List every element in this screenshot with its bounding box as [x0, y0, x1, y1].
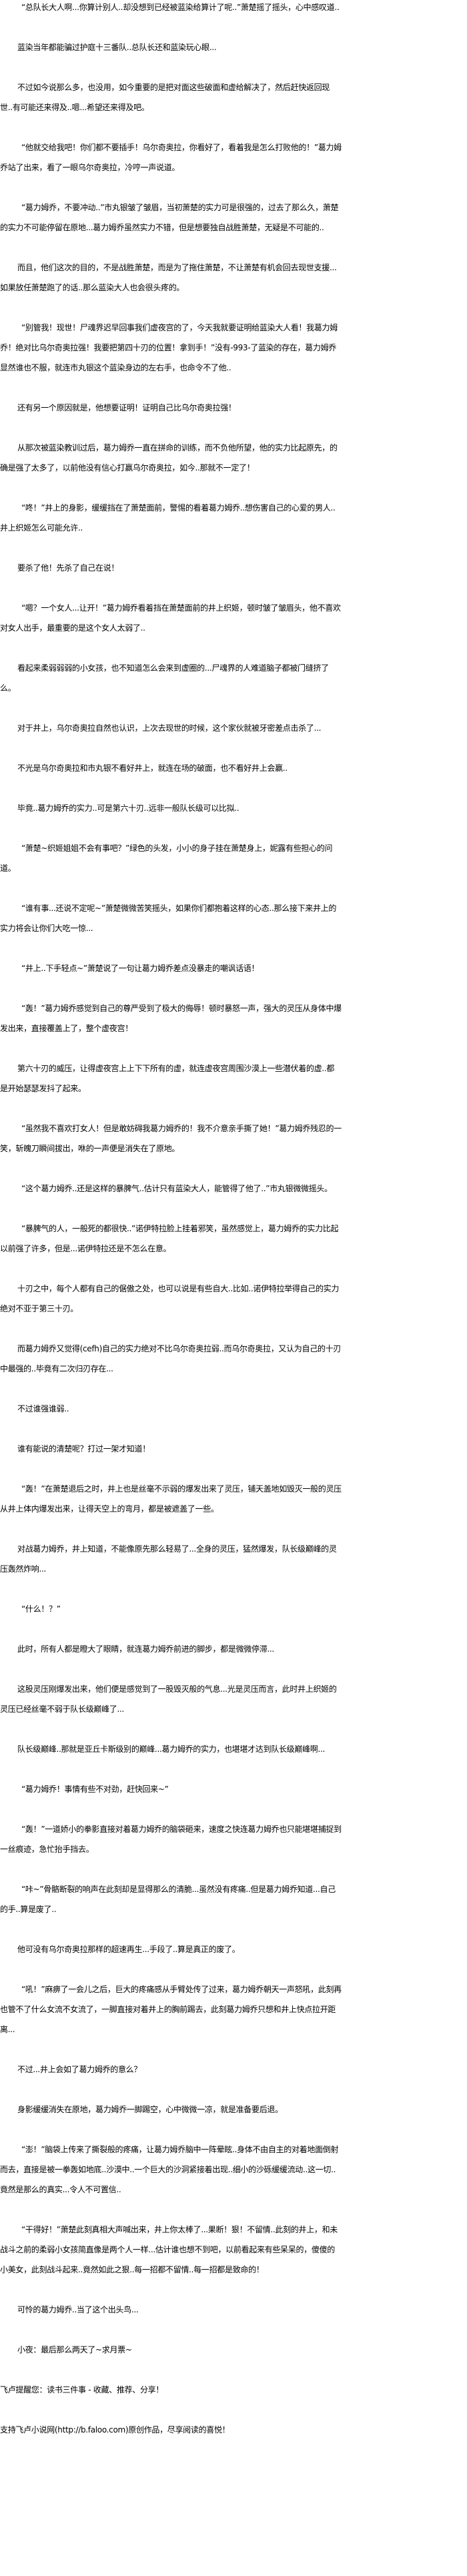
paragraph: “澎！”脑袋上传来了撕裂般的疼痛，让葛力姆乔脑中一阵晕眩..身体不由自主的对着地…	[0, 2145, 339, 2194]
paragraph: 毕竟..葛力姆乔的实力..可是第六十刃..远非一般队长级可以比拟..	[17, 803, 240, 813]
paragraph: 他可没有乌尔奇奥拉那样的超速再生...手段了..算是真正的废了。	[17, 1945, 240, 1954]
paragraph: “这个葛力姆乔..还是这样的暴脾气..估计只有蓝染大人，能管得了他了..”市丸银…	[21, 1184, 332, 1193]
paragraph: “暴脾气的人，一般死的都很快..”诺伊特拉脸上挂着邪笑，虽然感觉上，葛力姆乔的实…	[0, 1224, 339, 1253]
paragraph: “咚！”井上的身影，缓缓挡在了萧楚面前，警惕的看着葛力姆乔..想伤害自己的心爱的…	[0, 503, 336, 533]
paragraph: 第六十刃的威压，让得虚夜宫上上下下所有的虚，就连虚夜宫周围沙漠上一些潜伏着的虚.…	[0, 1064, 335, 1093]
paragraph: 小夜：最后那么两天了~求月票~	[17, 2345, 132, 2354]
paragraph: “葛力姆乔，不要冲动..”市丸银皱了皱眉，当初萧楚的实力可是很强的，过去了那么久…	[0, 203, 339, 232]
paragraph: 看起来柔弱弱弱的小女孩，也不知道怎么会来到虚圈的...尸魂界的人难道脑子都被门缝…	[0, 663, 329, 693]
paragraph: 对于井上，乌尔奇奥拉自然也认识，上次去现世的时候，这个家伙就被牙密差点击杀了..…	[17, 723, 322, 733]
paragraph: 身影缓缓消失在原地，葛力姆乔一脚踢空，心中微微一凉，就是准备要后退。	[17, 2105, 283, 2114]
paragraph: “谁有事...还说不定呢~”萧楚微微苦笑摇头，如果你们都抱着这样的心态..那么接…	[0, 904, 337, 933]
paragraph: “咔~”骨骼断裂的响声在此刻却是显得那么的清脆...虽然没有疼痛..但是葛力姆乔…	[0, 1885, 336, 1914]
paragraph: “嗯？一个女人...让开！”葛力姆乔看着挡在萧楚面前的井上织姬，顿时皱了皱眉头，…	[0, 603, 341, 633]
paragraph: 此时，所有人都是瞪大了眼睛，就连葛力姆乔前进的脚步，都是微微停滞...	[17, 1644, 274, 1654]
paragraph: “轰！”一道娇小的拳影直接对着葛力姆乔的脑袋砸来，速度之快连葛力姆乔也只能堪堪捕…	[0, 1825, 342, 1854]
paragraph: “吼！”麻痹了一会儿之后，巨大的疼痛感从手臂处传了过来，葛力姆乔朝天一声怒吼，此…	[0, 1985, 342, 2034]
paragraph: 谁有能说的清楚呢？打过一架才知道！	[17, 1444, 150, 1454]
paragraph: 而葛力姆乔又觉得(cefh)自己的实力绝对不比乌尔奇奥拉弱..而乌尔奇奥拉，又认…	[0, 1344, 342, 1373]
paragraph: 而且，他们这次的目的，不是战胜萧楚，而是为了拖住萧楚，不让萧楚有机会回去现世支援…	[0, 263, 337, 292]
paragraph: 这股灵压刚爆发出来，他们便是感觉到了一股毁灭般的气息...光是灵压而言，此时井上…	[0, 1684, 337, 1714]
footer-reminder: 飞卢提醒您：读书三件事 - 收藏、推荐、分享！	[0, 2385, 164, 2394]
paragraph: 不过谁强谁弱..	[17, 1404, 69, 1413]
paragraph: “他就交给我吧！你们都不要插手！乌尔奇奥拉，你看好了，看着我是怎么打败他的！”葛…	[0, 143, 342, 172]
paragraph: “萧楚~织姬姐姐不会有事吧？”绿色的头发，小小的身子挂在萧楚身上，妮露有些担心的…	[0, 844, 333, 873]
paragraph: “轰！”葛力姆乔感觉到自己的尊严受到了极大的侮辱！顿时暴怒一声，强大的灵压从身体…	[0, 1004, 342, 1033]
paragraph: 不过如今说那么多，也没用，如今重要的是把对面这些破面和虚给解决了，然后赶快返回现…	[0, 83, 330, 112]
paragraph: 不光是乌尔奇奥拉和市丸银不看好井上，就连在场的破面，也不看好井上会赢..	[17, 763, 288, 773]
paragraph: 对战葛力姆乔，井上知道，不能像原先那么轻易了...全身的灵压，猛然爆发，队长级巅…	[0, 1544, 337, 1574]
paragraph: “什么！？”	[21, 1604, 61, 1614]
paragraph: 从那次被蓝染教训过后，葛力姆乔一直在拼命的训练，而不负他所望，他的实力比起原先，…	[0, 443, 338, 472]
paragraph: 还有另一个原因就是，他想要证明！证明自己比乌尔奇奥拉强！	[17, 403, 236, 412]
paragraph: 不过...井上会如了葛力姆乔的意么？	[17, 2065, 142, 2074]
paragraph: “别管我！现世！尸魂界迟早回事我们虚夜宫的了，今天我就要证明给蓝染大人看！我葛力…	[0, 323, 338, 372]
paragraph: 队长级巅峰..那就是亚丘卡斯级别的巅峰...葛力姆乔的实力，也堪堪才达到队长级巅…	[17, 1744, 326, 1754]
chapter-content: “总队长大人啊...你算计别人..却没想到已经被蓝染给算计了呢..”萧楚摇了摇头…	[0, 3, 342, 2435]
paragraph: “总队长大人啊...你算计别人..却没想到已经被蓝染给算计了呢..”萧楚摇了摇头…	[21, 3, 340, 12]
paragraph: 蓝染当年都能骗过护庭十三番队..总队长还和蓝染玩心眼...	[17, 43, 217, 52]
paragraph: “干得好！”萧楚此刻真相大声喊出来，井上你太棒了...果断！狠！不留情..此刻的…	[0, 2225, 338, 2274]
paragraph: “井上..下手轻点~”萧楚说了一句让葛力姆乔差点没暴走的嘲讽话语！	[21, 964, 260, 973]
paragraph: 可怜的葛力姆乔..当了这个出头鸟...	[17, 2305, 139, 2314]
chapter-paragraphs: “总队长大人啊...你算计别人..却没想到已经被蓝染给算计了呢..”萧楚摇了摇头…	[0, 3, 342, 2354]
paragraph: “虽然我不喜欢打女人！但是敢妨碍我葛力姆乔的！我不介意亲手撕了她！”葛力姆乔残忍…	[0, 1124, 342, 1153]
paragraph: “轰！”在萧楚退后之时，井上也是丝毫不示弱的爆发出来了灵压，铺天盖地如毁灭一般的…	[0, 1484, 342, 1514]
paragraph: “葛力姆乔！事情有些不对劲，赶快回来~”	[21, 1785, 169, 1794]
paragraph: 要杀了他！先杀了自己在说！	[17, 563, 119, 573]
paragraph: 十刃之中，每个人都有自己的倨傲之处，也可以说是有些自大..比如..诺伊特拉举得自…	[0, 1284, 340, 1313]
footer-support-link: 支持飞卢小说网(http://b.faloo.com)原创作品，尽享阅读的喜悦！	[0, 2425, 230, 2435]
